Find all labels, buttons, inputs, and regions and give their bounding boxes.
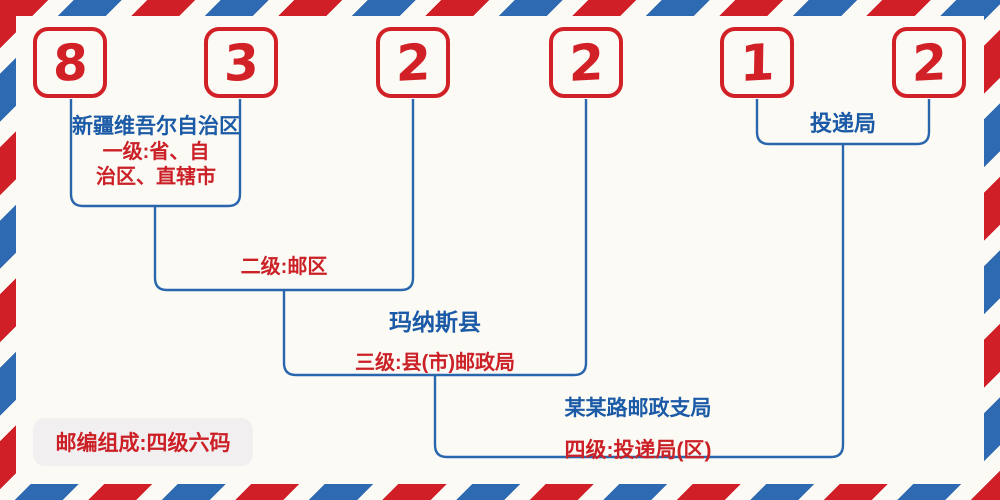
postal-code-composition-badge: 邮编组成:四级六码 bbox=[33, 418, 253, 466]
digit-box-6: 2 bbox=[892, 27, 966, 98]
digit-2: 3 bbox=[223, 32, 259, 93]
level3-description: 三级:县(市)邮政局 bbox=[355, 352, 515, 374]
digit-box-1: 8 bbox=[33, 27, 107, 98]
level1-description-line1: 一级:省、自 bbox=[102, 141, 210, 163]
digit-box-3: 2 bbox=[376, 27, 450, 98]
level3-annotation: 玛纳斯县 三级:县(市)邮政局 bbox=[285, 303, 585, 375]
digit-4: 2 bbox=[568, 32, 604, 93]
digit-box-4: 2 bbox=[549, 27, 623, 98]
level2-description: 二级:邮区 bbox=[240, 256, 328, 278]
composition-badge-text: 邮编组成:四级六码 bbox=[55, 432, 231, 455]
delivery-annotation: 投递局 bbox=[743, 106, 943, 138]
digit-box-5: 1 bbox=[720, 27, 794, 98]
level4-annotation: 某某路邮政支局 四级:投递局(区) bbox=[488, 392, 788, 464]
digit-1: 8 bbox=[52, 32, 88, 93]
digit-6: 2 bbox=[911, 32, 947, 93]
level4-place-name: 某某路邮政支局 bbox=[564, 397, 712, 420]
level4-description: 四级:投递局(区) bbox=[564, 439, 712, 462]
level1-description-line2: 治区、直辖市 bbox=[96, 166, 216, 188]
level2-annotation: 二级:邮区 bbox=[184, 250, 384, 279]
level3-place-name: 玛纳斯县 bbox=[389, 309, 481, 335]
digit-3: 2 bbox=[395, 32, 431, 93]
level1-annotation: 新疆维吾尔自治区 一级:省、自 治区、直辖市 bbox=[46, 113, 266, 190]
level1-place-name: 新疆维吾尔自治区 bbox=[72, 115, 240, 138]
delivery-label: 投递局 bbox=[809, 111, 876, 136]
digit-box-2: 3 bbox=[204, 27, 278, 98]
digit-5: 1 bbox=[739, 32, 775, 93]
